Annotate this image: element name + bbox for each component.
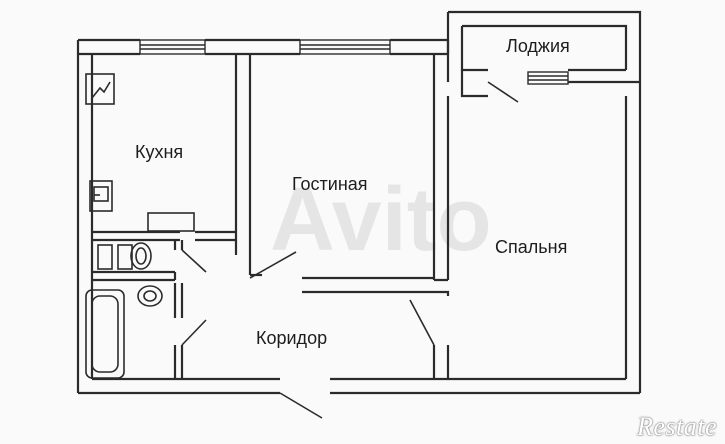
restate-watermark: Restate [636,412,717,441]
kitchen-door [181,249,207,273]
kitchen-counter [147,212,195,232]
fixtures [85,73,195,379]
room-label-corridor: Коридор [256,328,327,348]
toilet-tank [97,244,113,270]
room-label-kitchen: Кухня [135,142,183,162]
room-label-living: Гостиная [292,174,368,194]
stove-symbol [91,81,111,99]
interior-walls [92,54,488,379]
living-window [299,39,391,55]
entrance-door [279,392,323,419]
stove [85,73,115,105]
background-watermark: Avito [270,170,492,270]
living-door [249,251,297,279]
bedroom-door [409,299,435,346]
bathtub [85,289,125,379]
washbasin [137,285,163,307]
loggia-door [487,81,519,103]
svg-text:Avito: Avito [270,170,492,270]
toilet-bowl [130,242,152,270]
bathroom-door [181,319,207,346]
windows [139,39,569,85]
room-label-bedroom: Спальня [495,237,567,257]
kitchen-window [139,39,206,55]
room-label-loggia: Лоджия [506,36,570,56]
bedroom-window [527,71,569,85]
doors [181,81,519,419]
kitchen-sink [89,180,113,212]
